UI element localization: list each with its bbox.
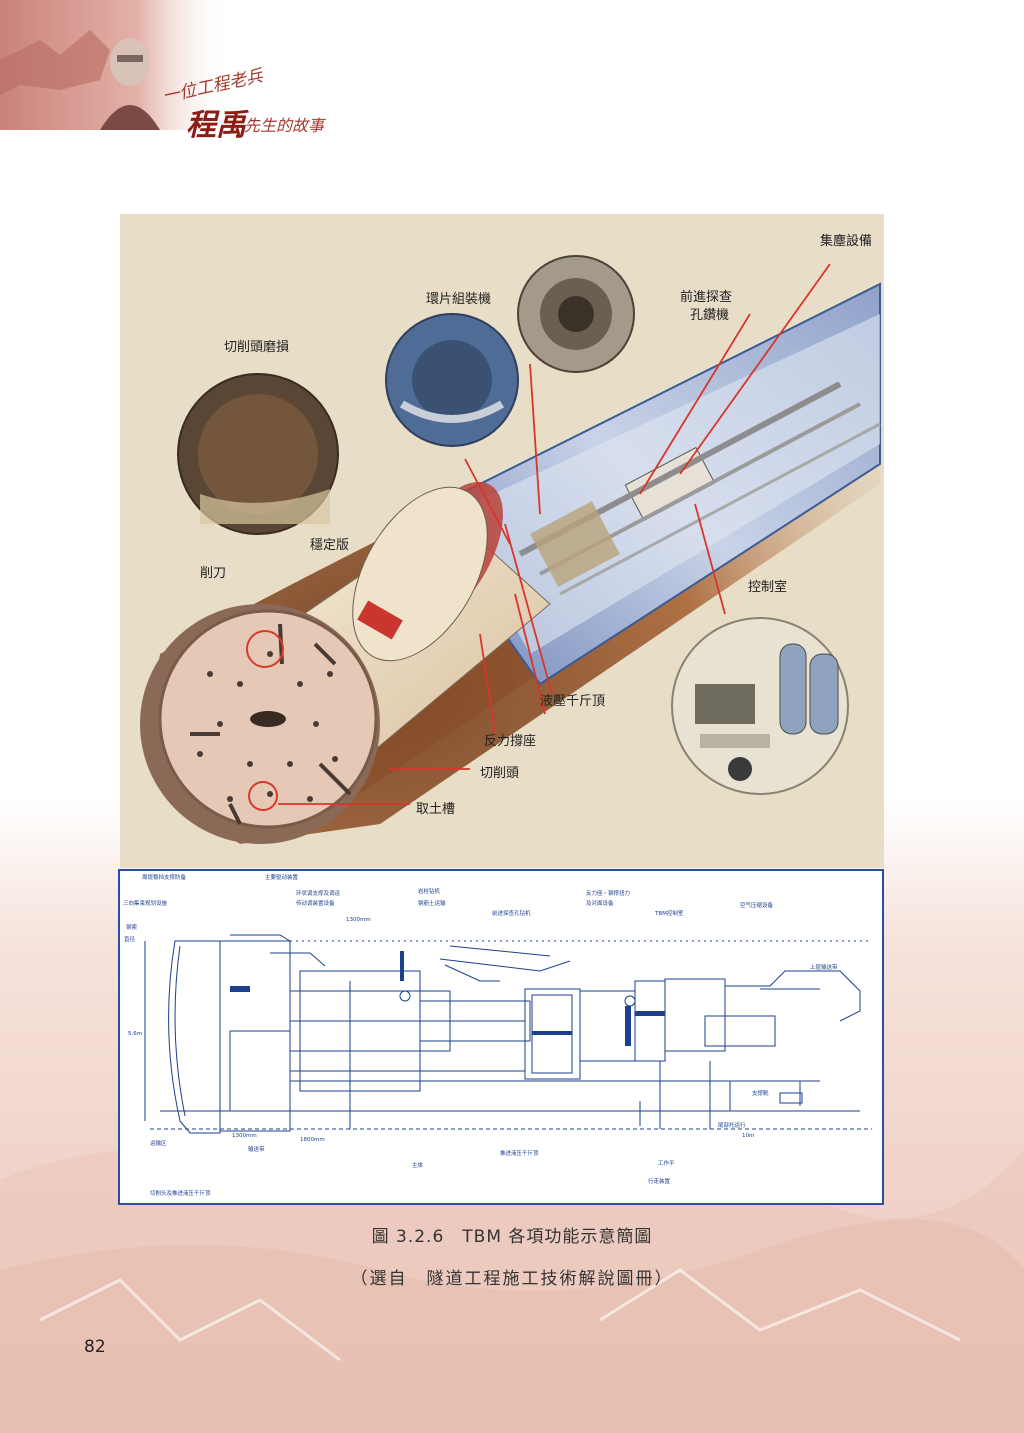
bp-dimension-4: 10m bbox=[742, 1133, 755, 1139]
bp-dimension-vertical: 5.6m bbox=[128, 1031, 143, 1037]
bp-label-17: 运输区 bbox=[150, 1141, 167, 1147]
bp-dimension-1: 1300mm bbox=[346, 917, 371, 923]
tbm-blueprint-drawing bbox=[144, 934, 872, 1134]
label-dust-collection: 集塵設備 bbox=[820, 234, 873, 249]
bp-dimension-3: 1800mm bbox=[300, 1137, 325, 1143]
bp-label-10: TBM控制室 bbox=[655, 911, 684, 917]
label-stabilizer: 穩定版 bbox=[310, 538, 350, 553]
bp-label-7: 钢筋土运输 bbox=[418, 901, 446, 907]
label-cutter-wear: 切削頭磨損 bbox=[224, 340, 290, 355]
bp-label-22: 行走装置 bbox=[648, 1179, 671, 1185]
bp-label-1: 周提稳挡支撑防备 bbox=[142, 875, 187, 881]
label-hydraulic-jack: 液壓千斤頂 bbox=[540, 694, 606, 709]
tbm-illustration-drawing bbox=[140, 255, 881, 844]
tbm-illustration: 集塵設備 環片組裝機 前進探查 孔鑽機 切削頭磨損 穩定版 削刀 控制室 液壓千… bbox=[120, 214, 884, 868]
bp-label-4: 环状调支撑及调运 bbox=[296, 891, 341, 897]
bp-label-24: 直径 bbox=[124, 937, 136, 943]
bp-label-12: 钢索 bbox=[126, 925, 138, 931]
bp-dimension-2: 1300mm bbox=[232, 1133, 257, 1139]
page-number: 82 bbox=[84, 1337, 106, 1357]
label-reaction-support: 反力撐座 bbox=[484, 734, 537, 749]
bp-label-13: 前进探查孔钻机 bbox=[492, 911, 531, 917]
label-control-room: 控制室 bbox=[748, 580, 788, 595]
header-story-title: 先生的故事 bbox=[244, 116, 325, 135]
header-person-name: 程禹 bbox=[186, 108, 246, 143]
figure-caption-source: （選自 隧道工程施工技術解說圖冊） bbox=[350, 1269, 674, 1289]
bp-label-20: 推进液压千斤顶 bbox=[500, 1151, 539, 1157]
label-cutter-head: 切削頭 bbox=[480, 766, 520, 781]
bp-label-16: 支撑靴 bbox=[752, 1091, 769, 1097]
figure-caption-title: 圖 3.2.6 TBM 各項功能示意簡圖 bbox=[371, 1227, 653, 1247]
label-probe-drill-line2: 孔鑽機 bbox=[690, 308, 730, 323]
bp-label-15: 上层输送带 bbox=[810, 965, 838, 971]
bp-label-3: 三向集束规划设施 bbox=[123, 901, 168, 907]
bp-label-19: 主体 bbox=[412, 1163, 424, 1169]
label-cutter: 削刀 bbox=[200, 566, 227, 581]
label-probe-drill-line1: 前進探查 bbox=[680, 290, 733, 305]
bp-label-14: 尾部托运行 bbox=[718, 1123, 746, 1129]
bp-label-5: 传动调装置设备 bbox=[296, 901, 335, 907]
bp-label-23: 切削头及推进液压千斤顶 bbox=[150, 1191, 211, 1197]
label-segment-erector: 環片組裝機 bbox=[426, 292, 492, 307]
bp-label-2: 主要驱动装置 bbox=[265, 875, 299, 881]
bp-label-8: 反力座・钢撑扭力 bbox=[586, 891, 631, 897]
bp-label-21: 工作平 bbox=[658, 1161, 675, 1167]
bp-label-6: 岩栓钻机 bbox=[418, 889, 441, 895]
bp-label-9: 及对面设备 bbox=[586, 901, 614, 907]
header-banner-image bbox=[0, 0, 230, 130]
label-muck-slot: 取土槽 bbox=[416, 802, 456, 817]
tbm-blueprint: 周提稳挡支撑防备 主要驱动装置 三向集束规划设施 环状调支撑及调运 传动调装置设… bbox=[118, 869, 884, 1205]
bp-label-11: 空气压缩设备 bbox=[740, 903, 774, 909]
bp-label-18: 输送带 bbox=[248, 1147, 265, 1153]
